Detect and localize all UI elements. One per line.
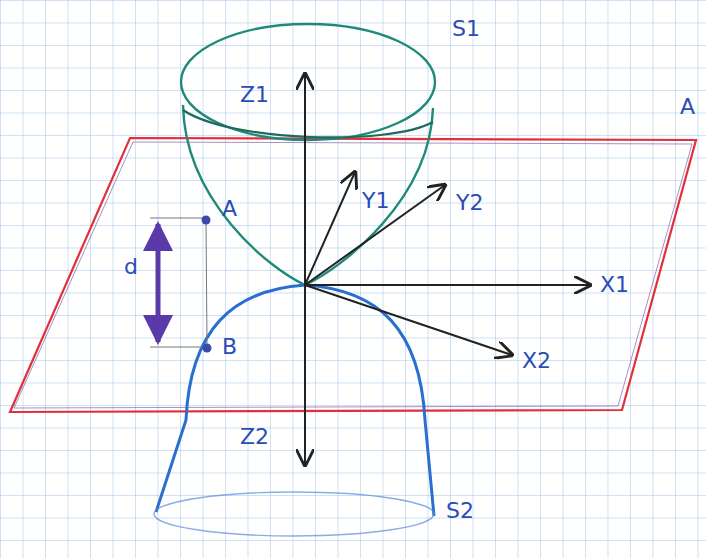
axis-label: Z2 [240, 426, 269, 448]
axis-label: Y1 [362, 190, 389, 212]
distance-marker [150, 216, 212, 353]
dimension-label: d [124, 256, 138, 278]
axis-label: Y2 [456, 192, 483, 214]
axis-label: X1 [600, 274, 629, 296]
point-label: B [222, 336, 237, 358]
plane-label: A [680, 96, 695, 118]
tangent-plane-inner [14, 142, 692, 408]
point-a [202, 216, 211, 225]
surface-label: S2 [446, 500, 474, 522]
z1-axis [304, 74, 306, 285]
tangent-plane [10, 138, 696, 412]
dimension-arrow [156, 224, 161, 342]
axis-label: X2 [522, 350, 551, 372]
extension-line [150, 347, 207, 348]
extension-line [206, 222, 207, 346]
point-b [203, 344, 212, 353]
z2-axis [304, 285, 306, 465]
extension-line [150, 218, 206, 219]
axes [305, 74, 590, 465]
surface-s1 [183, 105, 433, 285]
y2-axis [305, 185, 445, 285]
surface-label: S1 [452, 18, 480, 40]
surface-s2 [156, 285, 434, 516]
surface-s1-rim-front [183, 110, 433, 137]
x1-axis [305, 284, 590, 286]
surface-s2-base [154, 492, 434, 536]
axis-label: Z1 [240, 84, 269, 106]
x2-axis [305, 285, 512, 355]
point-label: A [222, 198, 237, 220]
surface-s1-rim [181, 24, 435, 140]
